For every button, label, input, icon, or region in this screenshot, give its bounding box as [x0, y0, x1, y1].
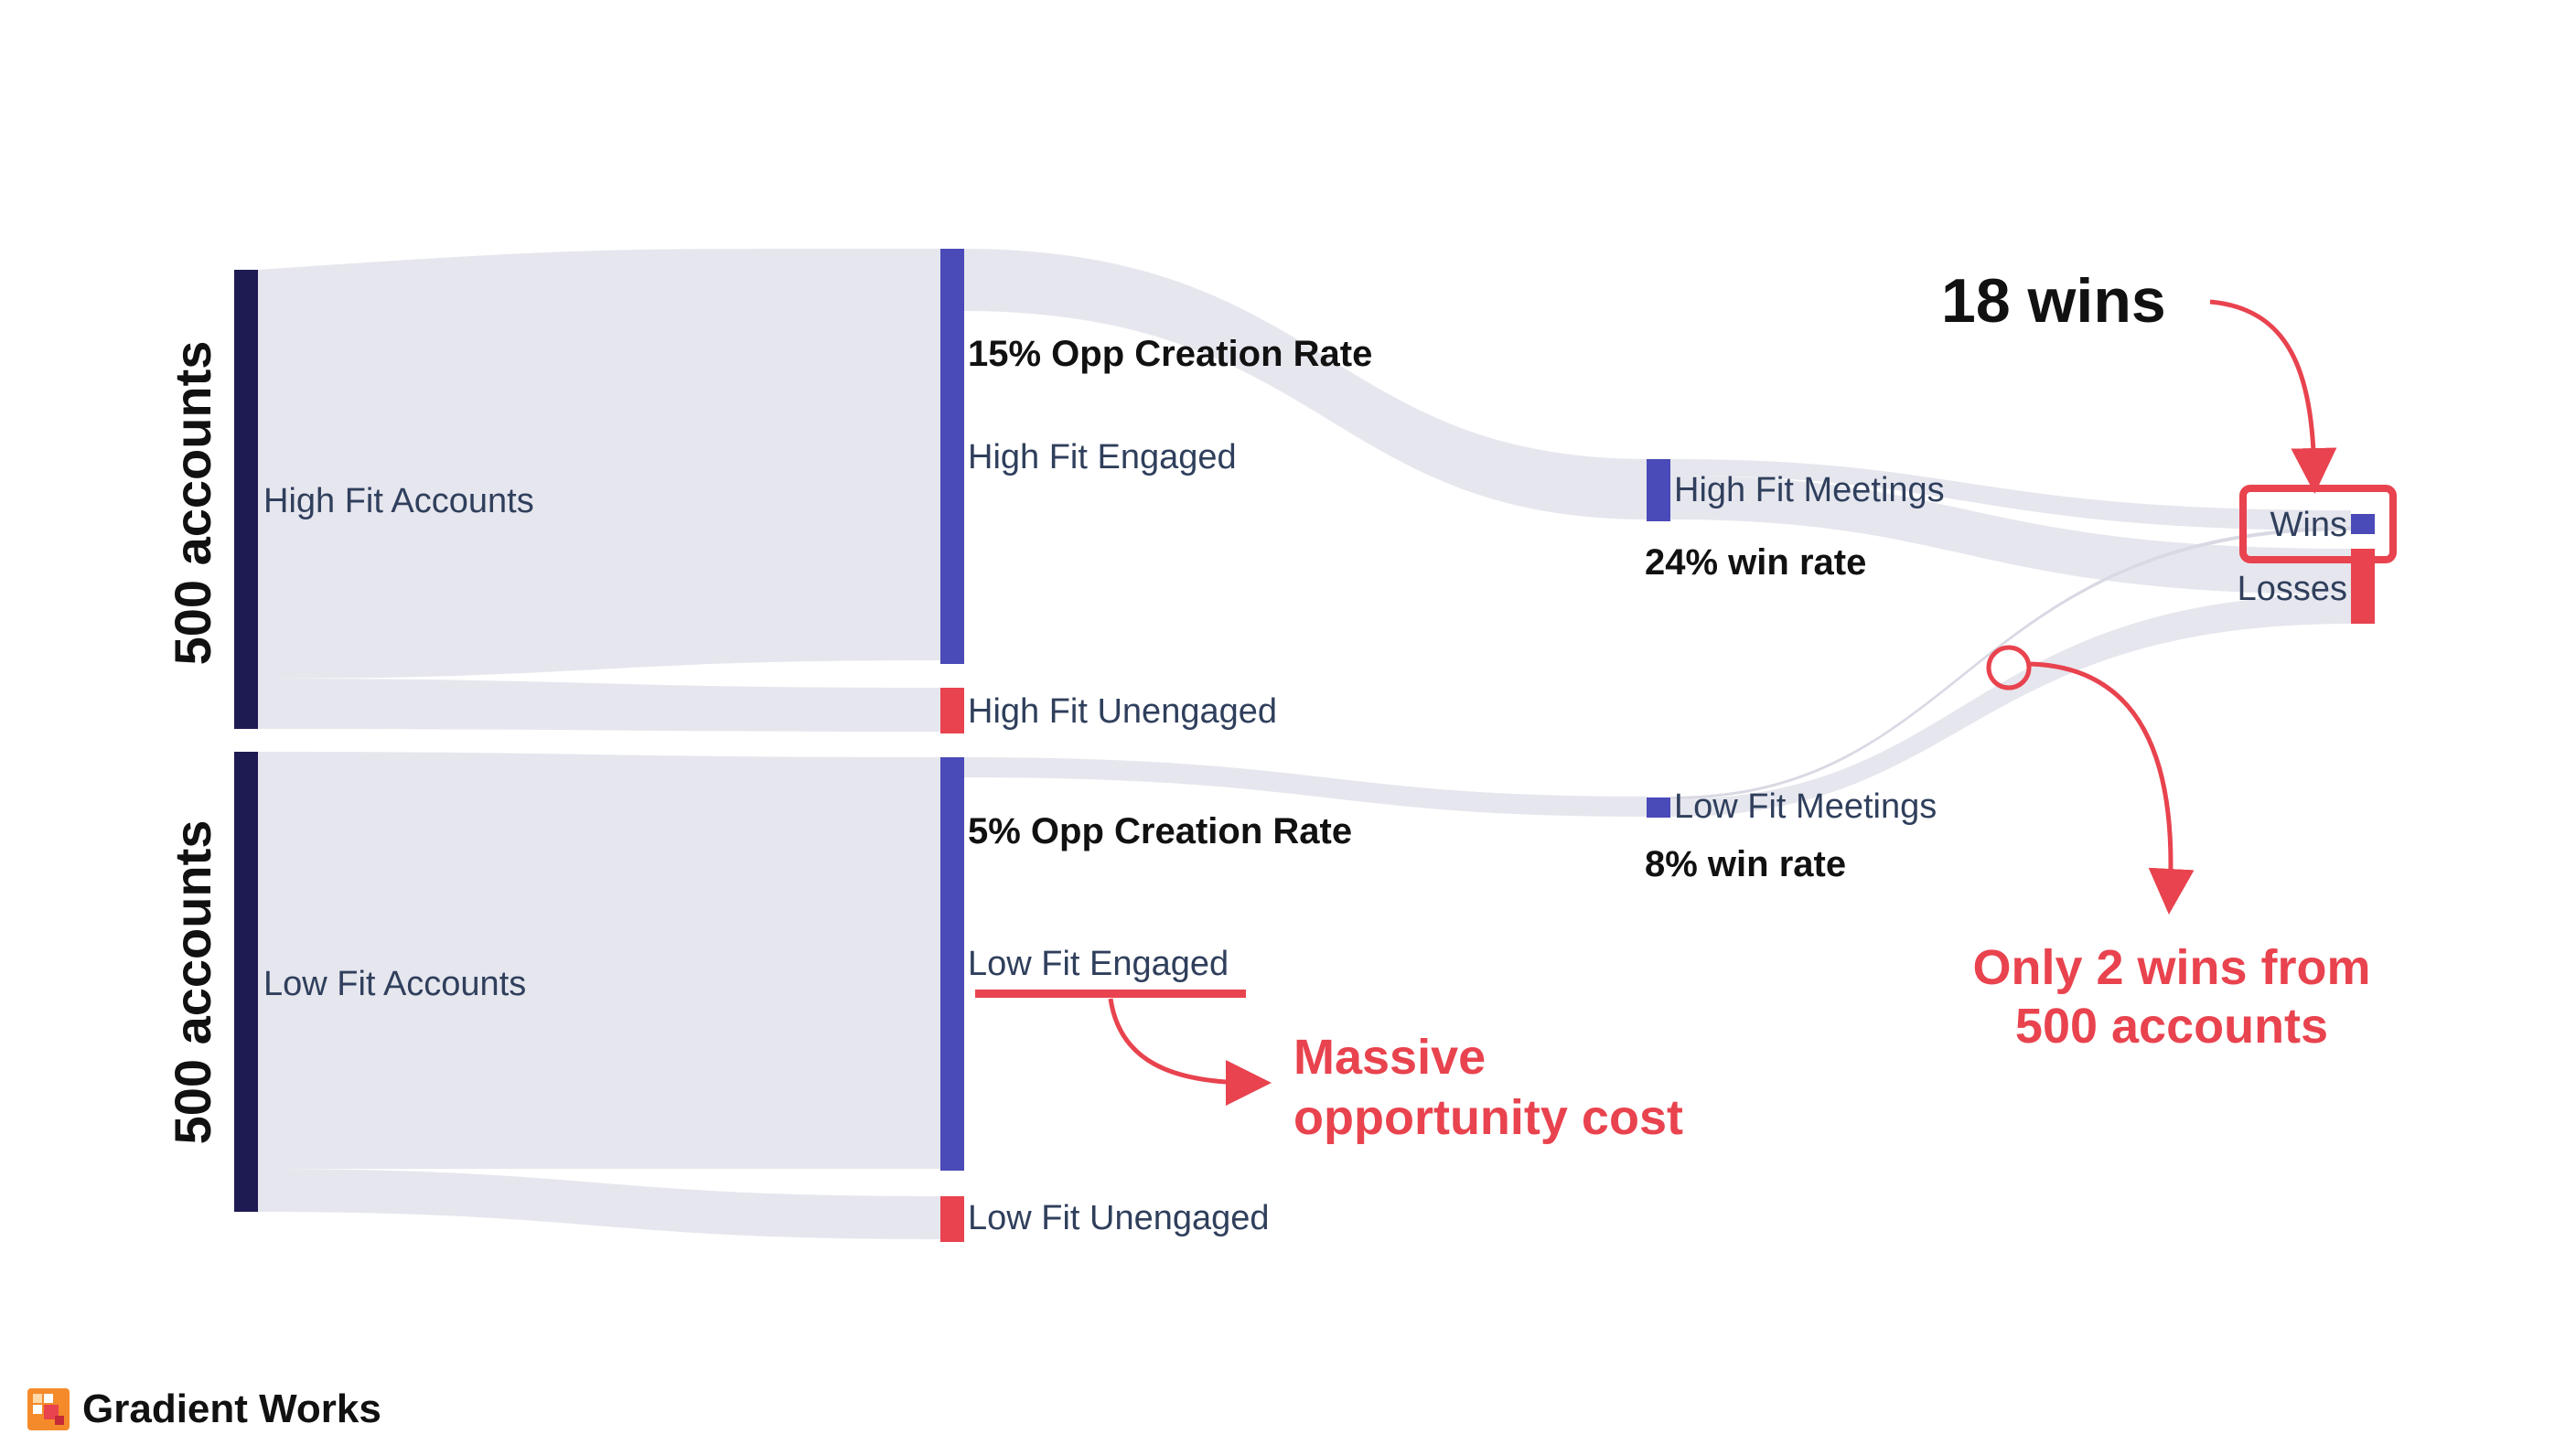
label-high-fit-engaged: High Fit Engaged	[968, 438, 1237, 476]
arrow-to-wins	[2209, 299, 2337, 494]
label-low-fit-accounts: Low Fit Accounts	[263, 965, 526, 1003]
stat-low-opp-rate: 5% Opp Creation Rate	[968, 811, 1352, 851]
brand-name: Gradient Works	[82, 1386, 381, 1431]
label-high-fit-meetings: High Fit Meetings	[1674, 471, 1945, 509]
annotation-opp-cost-line2: opportunity cost	[1293, 1090, 1683, 1145]
node-low-fit-accounts	[234, 752, 258, 1212]
annotation-low-wins-line1: Only 2 wins from	[1972, 940, 2370, 995]
node-high-fit-unengaged	[940, 688, 964, 733]
label-low-fit-engaged: Low Fit Engaged	[968, 945, 1229, 983]
node-low-fit-unengaged	[940, 1196, 964, 1242]
link-low-engaged-to-low-meetings	[962, 757, 1648, 817]
nodes	[234, 249, 2375, 1242]
arrow-to-low-wins-note	[2030, 661, 2195, 915]
link-high-meetings-to-losses	[1670, 476, 2351, 594]
side-label-bottom: 500 accounts	[164, 820, 221, 1145]
node-low-fit-engaged	[940, 757, 964, 1171]
link-low-accounts-to-low-unengaged	[256, 1169, 940, 1239]
low-wins-highlight-circle	[1986, 645, 2032, 690]
node-high-fit-meetings	[1647, 459, 1670, 521]
stat-high-win-rate: 24% win rate	[1645, 542, 1866, 583]
stat-low-win-rate: 8% win rate	[1645, 844, 1846, 884]
link-high-accounts-to-high-engaged	[256, 248, 940, 679]
node-high-fit-engaged	[940, 249, 964, 664]
side-label-top: 500 accounts	[164, 341, 221, 666]
annotation-wins-total: 18 wins	[1941, 266, 2166, 336]
link-high-accounts-to-high-unengaged	[256, 679, 940, 732]
label-wins: Wins	[2270, 506, 2347, 544]
link-low-accounts-to-low-engaged	[256, 752, 940, 1169]
label-low-fit-meetings: Low Fit Meetings	[1674, 787, 1937, 826]
link-high-meetings-to-wins	[1670, 459, 2351, 530]
label-low-fit-unengaged: Low Fit Unengaged	[968, 1199, 1270, 1237]
arrow-to-opportunity-cost	[1108, 998, 1272, 1106]
node-low-fit-meetings	[1647, 797, 1670, 818]
gradient-works-logo-icon	[27, 1388, 70, 1430]
low-fit-engaged-underline	[975, 990, 1246, 998]
link-high-engaged-to-high-meetings	[962, 249, 1648, 519]
wins-highlight-box	[2239, 485, 2397, 563]
node-wins	[2351, 514, 2375, 534]
annotation-low-wins-line2: 500 accounts	[2015, 999, 2328, 1054]
brand: Gradient Works	[27, 1386, 381, 1432]
label-losses: Losses	[2238, 570, 2347, 608]
node-high-fit-accounts	[234, 270, 258, 729]
label-high-fit-unengaged: High Fit Unengaged	[968, 692, 1277, 731]
label-high-fit-accounts: High Fit Accounts	[263, 482, 534, 520]
link-low-meetings-to-losses	[1670, 594, 2351, 817]
annotation-opp-cost-line1: Massive	[1293, 1030, 1486, 1085]
stat-high-opp-rate: 15% Opp Creation Rate	[968, 334, 1372, 374]
flow-links	[256, 248, 2351, 1239]
